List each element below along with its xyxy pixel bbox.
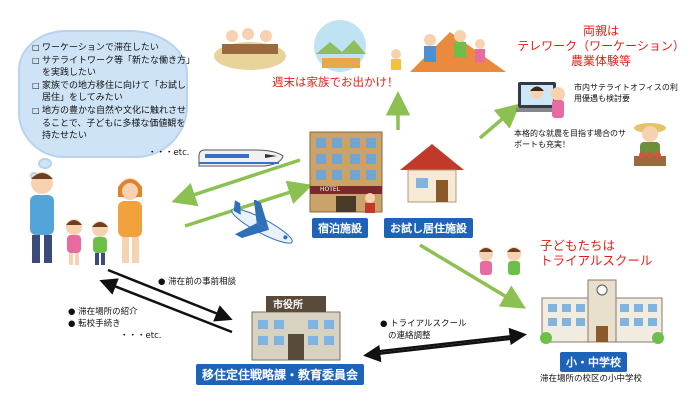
- coordination-line: ● トライアルスクール: [380, 318, 467, 330]
- school-caption: 滞在場所の校区の小中学校: [540, 373, 642, 385]
- satellite-office-text: 市内サテライトオフィスの利用優遇も検討要: [574, 82, 684, 104]
- farmer-illustration: [630, 120, 670, 172]
- parents-heading-line: テレワーク（ワーケーション）: [512, 39, 690, 54]
- airplane-icon: [222, 200, 302, 252]
- coordination-caption: ● トライアルスクール の連絡調整: [380, 318, 467, 342]
- arrow-to-parents: [480, 108, 515, 138]
- services-caption: ● 滞在場所の紹介 ● 転校手続き ・・・etc.: [68, 306, 161, 342]
- weekend-illustration: [210, 18, 510, 76]
- services-etc: ・・・etc.: [68, 330, 161, 342]
- hotel-building-icon: [308, 128, 388, 214]
- school-label: 小・中学校: [560, 352, 627, 372]
- hotel-sign: HOTEL: [320, 186, 340, 193]
- services-line: ● 転校手続き: [68, 318, 161, 330]
- trial-housing-label: お試し居住施設: [384, 218, 473, 238]
- children-heading-line: トライアルスクール: [540, 253, 652, 268]
- city-hall-label: 移住定住戦略課・教育委員会: [196, 364, 364, 385]
- house-icon: [396, 140, 468, 204]
- children-illustration: [472, 244, 534, 282]
- telework-illustration: [514, 78, 566, 120]
- parents-heading-line: 両親は: [512, 24, 690, 39]
- family-illustration: [12, 165, 162, 270]
- children-heading-line: 子どもたちは: [540, 238, 652, 253]
- children-heading: 子どもたちは トライアルスクール: [540, 238, 652, 268]
- train-icon: [195, 146, 285, 172]
- parents-heading: 両親は テレワーク（ワーケーション） 農業体験等: [512, 24, 690, 69]
- school-building-icon: [538, 272, 666, 348]
- city-hall-sign: 市役所: [273, 296, 303, 311]
- lodging-label: 宿泊施設: [312, 218, 368, 238]
- parents-heading-line: 農業体験等: [512, 54, 690, 69]
- services-line: ● 滞在場所の紹介: [68, 306, 161, 318]
- coordination-line: の連絡調整: [380, 330, 467, 342]
- weekend-caption: 週末は家族でお出かけ！: [272, 74, 399, 90]
- consult-caption: ● 滞在前の事前相談: [158, 276, 236, 288]
- job-support-text: 本格的な就農を目指す場合のサポートも充実！: [514, 128, 626, 150]
